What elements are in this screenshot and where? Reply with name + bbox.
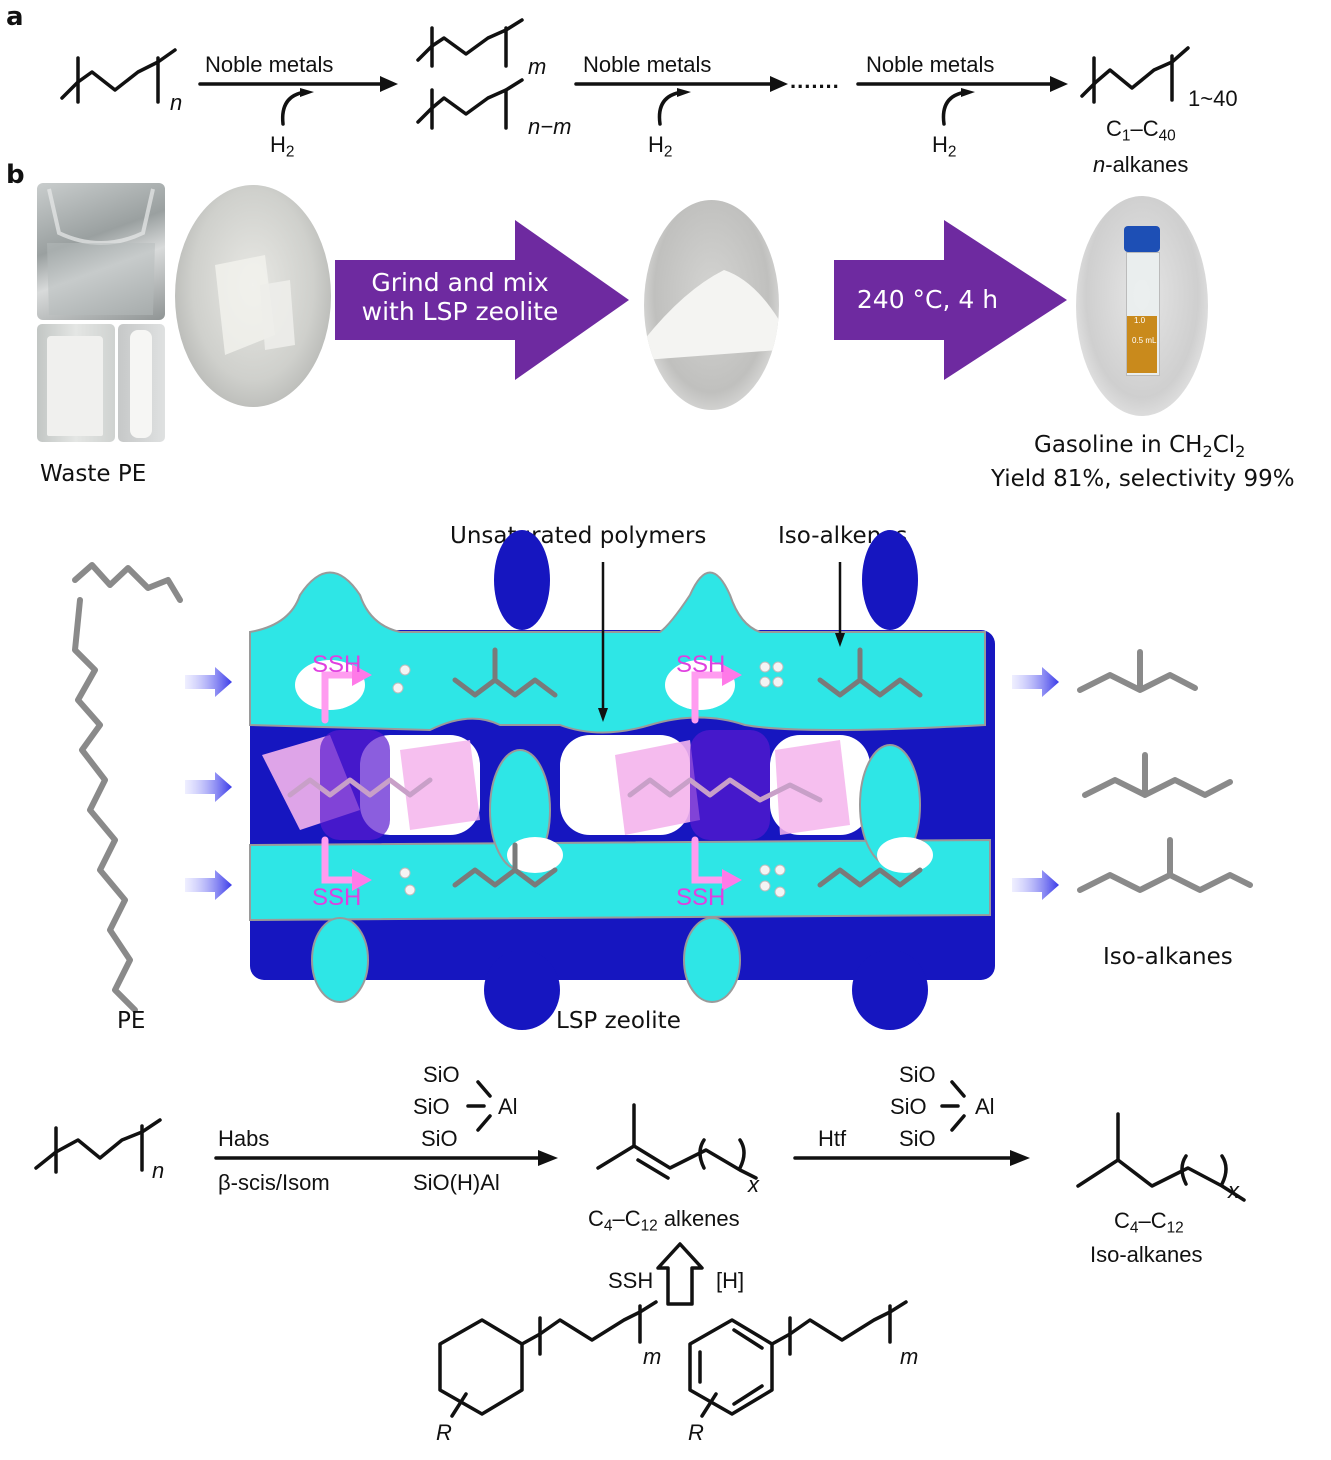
process-arrow-grind [335,220,629,380]
product-subscript: 1~40 [1188,86,1238,111]
vial-liquid [1127,316,1157,373]
zeolite-channel-cyan [249,571,991,1003]
plastic-bottle-photo [118,324,165,442]
heat-arrow-text: 240 °C, 4 h [856,285,999,314]
catalyst1-sio-2: SiO [413,1094,450,1119]
iso-alkanes-label: Iso-alkanes [1103,944,1233,970]
n-alkane-product [1080,46,1190,104]
product-carbon-range: C1–C40 [1106,116,1176,145]
alkene-label: C4–C12 alkenes [588,1206,740,1235]
ssh-arrows [321,671,729,884]
step2-htf-label: Htf [818,1126,847,1151]
waste-pe-label: Waste PE [40,461,147,487]
step3-reagent: Noble metals [866,52,995,77]
intermediate-top-subscript: m [528,54,547,79]
unsaturated-polymers-label: Unsaturated polymers [450,523,707,549]
yield-selectivity-label: Yield 81%, selectivity 99% [991,466,1295,492]
product-name: n-alkanes [1093,152,1189,177]
ssh-label-3: SSH [312,884,362,911]
isoalkane-carbon-range: C4–C12 [1114,1208,1184,1237]
aryl-subscript-m: m [900,1344,919,1369]
arrowhead-1 [380,76,398,92]
hydrogen-atoms [392,661,786,898]
catalyst1-al: Al [498,1094,518,1119]
intermediate-chain-bottom [416,78,524,130]
catalyst2-sio-2: SiO [890,1094,927,1119]
cyclohexyl-subscript-m: m [643,1344,662,1369]
step1-h2: H2 [270,132,295,161]
output-arrows [1012,667,1059,900]
catalyst2-sio-3: SiO [899,1126,936,1151]
isoalkane-subscript-x: x [1228,1178,1239,1203]
panel-b-label: b [6,160,25,190]
h2-curved-arrow-2 [657,90,684,126]
vial-cap [1124,226,1160,252]
shredded-pe-photo [175,185,331,407]
catalyst1-bronsted-site: SiO(H)Al [413,1170,500,1195]
ssh-label-2: SSH [676,651,726,678]
polyethylene-repeat-unit [60,48,177,104]
step2-reagent: Noble metals [583,52,712,77]
arrowhead-step2 [1010,1150,1030,1166]
label-pointer-arrows [601,562,842,710]
ssh-arrow-label: SSH [608,1268,654,1293]
arrowhead-2 [770,76,788,92]
input-arrows [185,667,232,900]
start-subscript-n: n [170,90,183,115]
scheme-start-subscript: n [152,1158,165,1183]
panel-a-scheme-graphics [60,18,1190,130]
iso-alkene-structure [596,1103,758,1180]
hydrogen-source-label: [H] [716,1268,745,1293]
aromatic-molecules [287,777,823,803]
cyclohexyl-r-group: R [436,1420,452,1445]
catalyst2-al: Al [975,1094,995,1119]
ssh-label-4: SSH [676,884,726,911]
h2-curved-arrow-3 [941,90,968,126]
step1-habs-label: Habs [218,1126,270,1151]
aryl-r-group: R [688,1420,704,1445]
intermediate-chain-top [416,18,524,68]
ssh-label-1: SSH [312,651,362,678]
powder-mixture-photo [644,200,779,410]
h2-curved-arrow-1 [280,90,307,126]
step1-reagent: Noble metals [205,52,334,77]
pe-start-unit [34,1118,162,1174]
iso-alkane-structure [1076,1112,1246,1202]
panel-a-label: a [6,2,24,32]
intermediate-bottom-subscript: n−m [528,114,572,139]
ellipsis: ....... [790,68,840,93]
arrowhead-step1 [538,1150,558,1166]
bottom-reaction-scheme [34,1080,1246,1418]
step3-h2: H2 [932,132,957,161]
catalyst1-sio-1: SiO [423,1062,460,1087]
gasoline-vial-photo: 1.0 0.5 mL [1076,196,1208,416]
alkene-subscript-x: x [748,1172,759,1197]
step1-scission-label: β-scis/Isom [218,1170,330,1195]
iso-alkene-molecules [452,647,923,888]
arrowhead-3 [1050,76,1068,92]
ssh-hydrogenation-arrow [656,1242,704,1306]
isoalkane-name: Iso-alkanes [1090,1242,1203,1267]
lsp-zeolite-label: LSP zeolite [556,1008,681,1034]
catalyst2-sio-1: SiO [899,1062,936,1087]
pe-label: PE [117,1008,146,1034]
plastic-bag-photo [37,183,165,320]
cyclohexyl-polymer-structure [438,1300,658,1418]
catalyst1-sio-3: SiO [421,1126,458,1151]
step2-h2: H2 [648,132,673,161]
grind-arrow-text: Grind and mix with LSP zeolite [361,268,559,326]
aryl-polymer-structure [688,1300,908,1418]
iso-alkane-molecules [1077,649,1253,893]
pe-molecule [72,562,183,1013]
zeolite-mechanism-illustration [72,530,1253,1030]
gasoline-label: Gasoline in CH2Cl2 [1034,432,1246,461]
process-arrow-heat [834,220,1067,380]
plastic-container-photo [37,324,115,442]
